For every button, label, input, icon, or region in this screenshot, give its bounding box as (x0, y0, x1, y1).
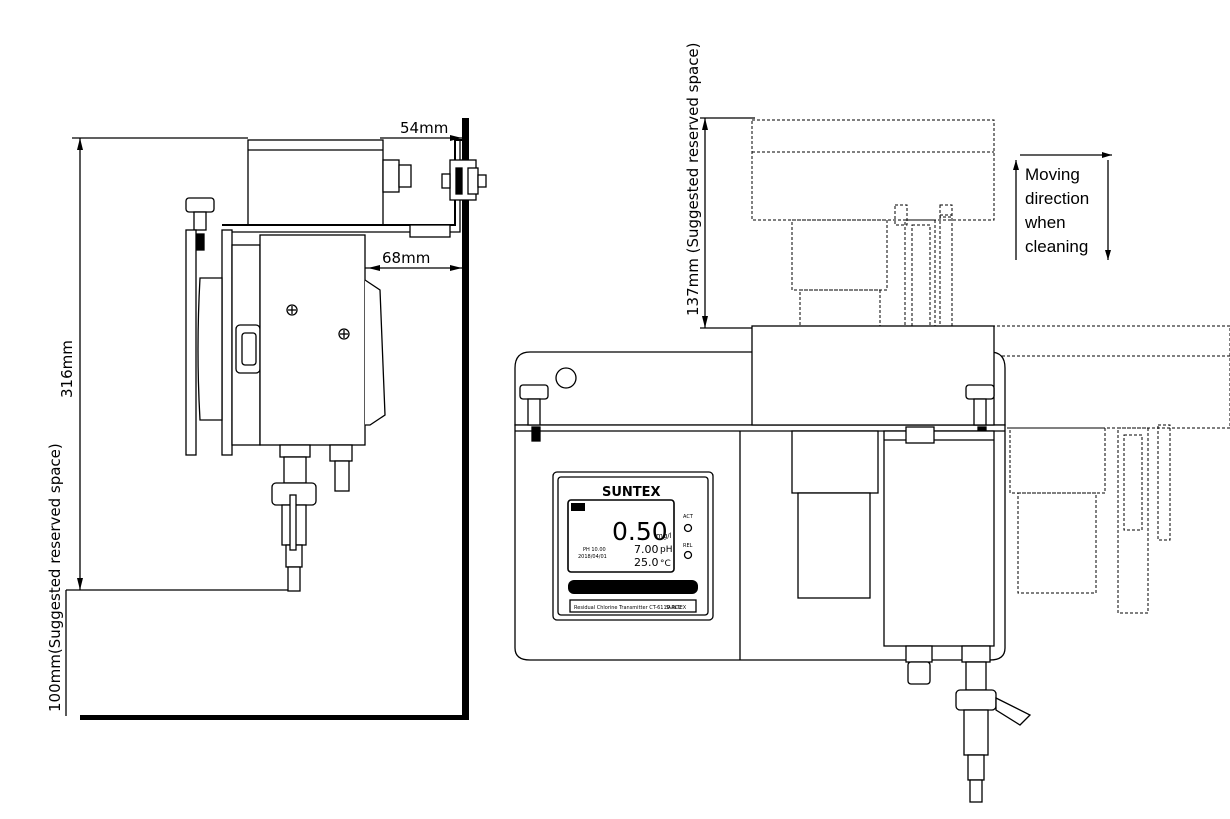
meter-act-label: ACT (683, 514, 694, 520)
meter-brand: SUNTEX (602, 485, 661, 500)
front-view (514, 117, 1230, 803)
note-line4: cleaning (1025, 237, 1088, 256)
dim-137mm-label: 137mm (Suggested reserved space) (684, 42, 702, 316)
dim-316mm-label: 316mm (58, 340, 76, 398)
meter-ph-value: 7.00 (634, 543, 659, 556)
meter-main-unit: mg/l (656, 532, 672, 540)
mounting-plate-back (185, 229, 197, 456)
flow-cell (883, 430, 995, 647)
side-top-housing (247, 139, 384, 226)
meter-main-value: 0.50 (612, 517, 668, 546)
slide-out-position-outline (971, 325, 1230, 614)
meter-screen (567, 499, 675, 573)
meter-model-label-right: SUNTEX (666, 605, 687, 611)
front-knob-left (519, 384, 549, 400)
meter-rel-label: REL (683, 543, 693, 549)
dim-54mm-label: 54mm (400, 119, 448, 137)
meter-ph-unit: pH (660, 545, 672, 555)
side-view (65, 118, 487, 720)
front-knob-right (965, 384, 995, 400)
side-knob (185, 197, 215, 213)
dim-68mm-label: 68mm (382, 249, 430, 267)
pump-column (791, 430, 879, 494)
note-line2: direction (1025, 189, 1089, 208)
note-line3: when (1024, 213, 1066, 232)
meter-temp-value: 25.0 (634, 556, 659, 569)
dim-100mm-label: 100mm(Suggested reserved space) (46, 443, 64, 712)
note-line1: Moving (1025, 165, 1080, 184)
meter-small-line1: PH 10.00 (583, 547, 606, 553)
side-sensor-body (259, 234, 366, 446)
meter-model-label: Residual Chlorine Transmitter CT-6110-RC… (574, 605, 681, 611)
meter-small-line2: 2018/04/01 (578, 554, 607, 560)
meter-temp-unit: °C (660, 559, 671, 569)
floor-line (80, 715, 469, 720)
wall (462, 118, 469, 718)
